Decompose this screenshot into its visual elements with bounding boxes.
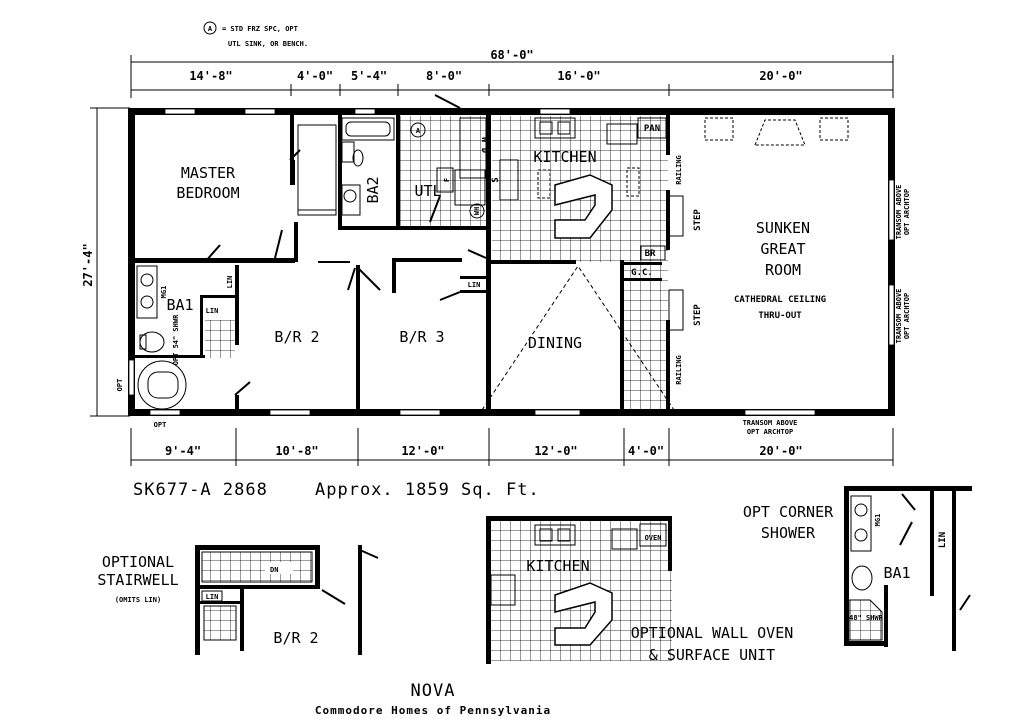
label-cathedral-2: THRU-OUT	[758, 311, 802, 321]
corner-label-2: SHOWER	[761, 524, 816, 542]
model-code: SK677-A 2868	[133, 480, 268, 500]
label-railing-2: RAILING	[675, 355, 683, 385]
footer-name: NOVA	[411, 681, 456, 701]
label-kitchen: KITCHEN	[533, 148, 596, 166]
model-line: SK677-A 2868 Approx. 1859 Sq. Ft.	[133, 480, 540, 500]
label-dining: DINING	[528, 334, 582, 352]
footer: NOVA Commodore Homes of Pennsylvania	[315, 681, 551, 717]
dim-bottom-5: 4'-0"	[628, 444, 664, 458]
stair-lin: LIN	[206, 593, 219, 601]
corner-label-1: OPT CORNER	[743, 503, 834, 521]
room-labels: MASTER BEDROOM BA2 UTL W D KITCHEN PAN S…	[116, 124, 911, 436]
model-area: Approx. 1859 Sq. Ft.	[315, 480, 540, 500]
legend-marker: A	[208, 25, 213, 33]
corner-shwr: 48" SHWR	[849, 614, 884, 622]
dim-bottom-6: 20'-0"	[759, 444, 802, 458]
label-opt-1: OPT	[116, 379, 124, 392]
top-dimensions: 68'-0" 14'-8" 4'-0" 5'-4" 8'-0" 16'-0" 2…	[130, 48, 894, 98]
doors	[204, 94, 487, 396]
inset-stairwell: OPTIONAL STAIRWELL (OMITS LIN) DN LIN B/…	[97, 545, 379, 655]
dim-bottom-3: 12'-0"	[401, 444, 444, 458]
stair-br2: B/R 2	[273, 629, 318, 647]
interior-walls	[135, 115, 670, 416]
legend: A = STD FRZ SPC, OPT UTL SINK, OR BENCH.	[203, 21, 308, 48]
stair-label-3: (OMITS LIN)	[115, 596, 161, 604]
label-transom-side-1b: OPT ARCHTOP	[903, 189, 911, 235]
label-utl: UTL	[414, 182, 441, 200]
label-ba1: BA1	[166, 296, 193, 314]
label-transom-side-2a: TRANSOM ABOVE	[895, 289, 903, 344]
dim-top-1: 14'-8"	[189, 69, 232, 83]
label-master-2: BEDROOM	[176, 184, 239, 202]
left-dimension: 27'-4"	[81, 107, 130, 417]
label-gc: G.C.	[631, 268, 653, 278]
label-step-1: STEP	[693, 209, 703, 231]
exterior-walls	[128, 108, 895, 416]
legend-line-2: UTL SINK, OR BENCH.	[228, 40, 308, 48]
label-s: S	[491, 177, 501, 182]
corner-lin: LIN	[938, 532, 948, 548]
label-sunken-2: GREAT	[760, 240, 805, 258]
oven-label: OVEN	[645, 534, 662, 542]
stair-dn: DN	[270, 566, 278, 574]
inset-corner-shower: OPT CORNER SHOWER MG1 BA1 48" SHWR LIN	[743, 486, 972, 651]
dim-overall-depth: 27'-4"	[81, 243, 95, 286]
label-cathedral-1: CATHEDRAL CEILING	[734, 295, 826, 305]
inset-wall-oven: OVEN KITCHEN OPTIONAL WALL OVEN & SURFAC…	[486, 516, 793, 664]
label-lin-3: LIN	[468, 281, 481, 289]
label-br2: B/R 2	[274, 328, 319, 346]
label-lin-2: LIN	[206, 307, 219, 315]
label-transom-bottom-1: TRANSOM ABOVE	[743, 419, 798, 427]
corner-ba1: BA1	[883, 564, 910, 582]
dim-overall-width: 68'-0"	[490, 48, 533, 62]
oven-caption-1: OPTIONAL WALL OVEN	[631, 624, 794, 642]
oven-caption-2: & SURFACE UNIT	[649, 646, 775, 664]
tile-floors	[205, 116, 668, 412]
label-f: F	[443, 178, 451, 182]
stair-label-2: STAIRWELL	[97, 571, 178, 589]
label-pan: PAN	[644, 124, 660, 134]
dim-bottom-1: 9'-4"	[165, 444, 201, 458]
label-sunken-1: SUNKEN	[756, 219, 810, 237]
label-transom-side-1a: TRANSOM ABOVE	[895, 185, 903, 240]
fixtures: A	[136, 117, 849, 411]
stair-label-1: OPTIONAL	[102, 553, 174, 571]
label-ba2: BA2	[364, 176, 382, 203]
label-sunken-3: ROOM	[765, 261, 801, 279]
bottom-dimensions: 9'-4" 10'-8" 12'-0" 12'-0" 4'-0" 20'-0"	[130, 428, 894, 466]
label-transom-side-2b: OPT ARCHTOP	[903, 293, 911, 339]
dim-bottom-4: 12'-0"	[534, 444, 577, 458]
dim-top-4: 8'-0"	[426, 69, 462, 83]
label-railing-1: RAILING	[675, 155, 683, 185]
label-step-2: STEP	[693, 304, 703, 326]
dim-top-2: 4'-0"	[297, 69, 333, 83]
corner-mg1: MG1	[874, 514, 882, 527]
dim-top-3: 5'-4"	[351, 69, 387, 83]
label-opt-2: OPT	[154, 421, 167, 429]
dim-top-6: 20'-0"	[759, 69, 802, 83]
label-opt-shwr: OPT 54" SHWR	[172, 314, 180, 365]
label-wh: WH	[473, 207, 481, 215]
dim-top-5: 16'-0"	[557, 69, 600, 83]
label-mg1: MG1	[160, 286, 168, 299]
oven-kitchen-label: KITCHEN	[526, 557, 589, 575]
label-br: BR	[645, 249, 656, 259]
freezer-marker: A	[416, 127, 421, 135]
label-br3: B/R 3	[399, 328, 444, 346]
label-master-1: MASTER	[181, 164, 236, 182]
dim-bottom-2: 10'-8"	[275, 444, 318, 458]
label-lin-1: LIN	[226, 276, 234, 289]
legend-line-1: = STD FRZ SPC, OPT	[222, 25, 298, 33]
label-wd: W D	[479, 137, 489, 154]
label-transom-bottom-2: OPT ARCHTOP	[747, 428, 793, 436]
footer-company: Commodore Homes of Pennsylvania	[315, 704, 551, 717]
